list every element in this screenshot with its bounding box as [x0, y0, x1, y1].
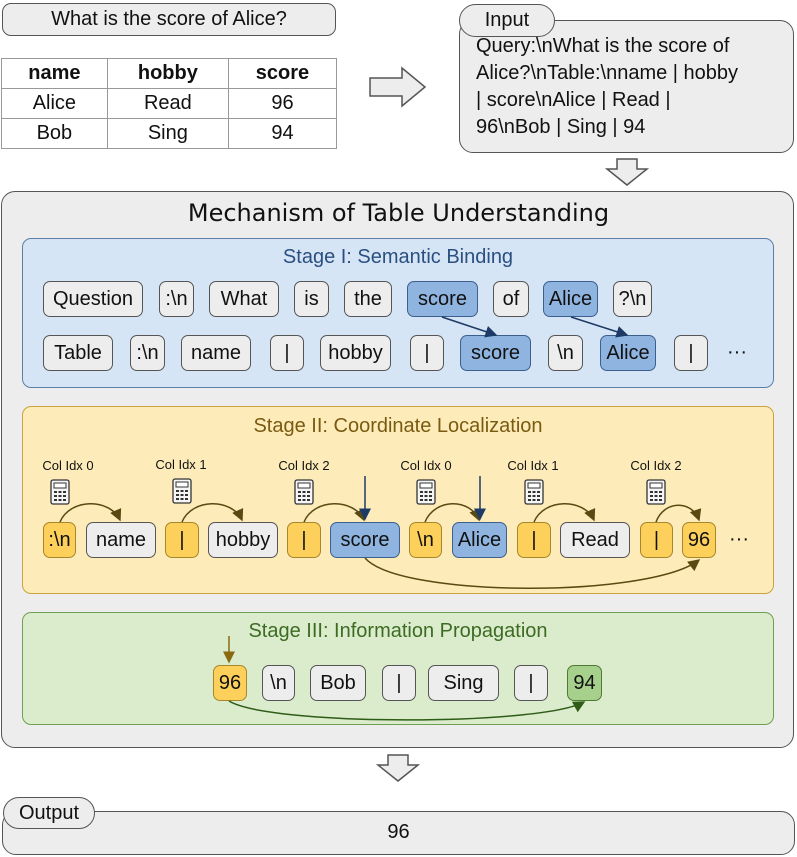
stage1-token: | [270, 335, 304, 371]
mechanism-title: Mechanism of Table Understanding [187, 199, 610, 227]
calculator-icon [172, 478, 192, 504]
stage2-token-highlight: Alice [452, 522, 507, 558]
input-line: 96\nBob | Sing | 94 [476, 116, 646, 138]
stage2-token-highlight: score [330, 522, 400, 558]
stage3-token-source: 96 [213, 665, 247, 701]
question-box: What is the score of Alice? [2, 3, 336, 36]
stage1-token-highlight: Alice [600, 335, 656, 371]
stage3-token: | [382, 665, 416, 701]
input-line: Alice?\nTable:\nname | hobby [476, 62, 739, 84]
stage1-token: is [294, 281, 329, 317]
stage2-token-separator: | [287, 522, 321, 558]
table-cell: Bob [1, 118, 108, 149]
table-cell: Read [106, 88, 229, 119]
output-label: Output [3, 797, 95, 829]
col-idx-label: Col Idx 2 [278, 458, 330, 473]
stage1-token: :\n [130, 335, 165, 371]
stage1-token: | [410, 335, 444, 371]
stage1-token: Question [43, 281, 143, 317]
stage3-token: Sing [428, 665, 499, 701]
calculator-icon [294, 479, 314, 505]
stage2-token: hobby [208, 522, 278, 558]
stage1-token: hobby [320, 335, 391, 371]
table-cell: 94 [227, 118, 338, 149]
stage1-token: What [209, 281, 279, 317]
table-cell: Alice [1, 88, 108, 119]
calculator-icon [524, 479, 544, 505]
calculator-icon [50, 479, 70, 505]
input-line: Query:\nWhat is the score of [476, 35, 730, 57]
input-label: Input [459, 4, 555, 37]
down-arrow-icon [605, 158, 649, 186]
stage3-title: Stage III: Information Propagation [248, 620, 548, 642]
table-cell: Sing [106, 118, 229, 149]
stage1-token: \n [548, 335, 583, 371]
stage2-token-separator: | [640, 522, 673, 558]
stage3-token: \n [262, 665, 295, 701]
stage2-token-separator: | [165, 522, 199, 558]
table-row: Bob Sing 94 [1, 118, 338, 149]
stage1-token: Table [43, 335, 113, 371]
stage2-token-separator: :\n [43, 522, 76, 558]
table-row: Alice Read 96 [1, 88, 338, 119]
output-panel [2, 811, 795, 855]
input-line: | score\nAlice | Read | [476, 89, 671, 111]
col-idx-label: Col Idx 0 [400, 458, 452, 473]
stage2-token: name [86, 522, 156, 558]
stage1-token-highlight: Alice [543, 281, 598, 317]
table-header-row: name hobby score [1, 58, 338, 89]
stage2-token-answer: 96 [682, 522, 716, 558]
input-text: Query:\nWhat is the score of Alice?\nTab… [476, 33, 786, 141]
down-arrow-icon [376, 754, 420, 782]
right-arrow-icon [369, 66, 427, 108]
example-table: name hobby score Alice Read 96 Bob Sing … [1, 58, 338, 149]
col-idx-label: Col Idx 1 [507, 458, 559, 473]
calculator-icon [416, 479, 436, 505]
stage2-token-separator: | [517, 522, 551, 558]
stage1-token: the [344, 281, 392, 317]
table-header-cell: hobby [106, 58, 229, 89]
stage2-ellipsis: ··· [729, 528, 749, 550]
col-idx-label: Col Idx 1 [155, 457, 207, 472]
stage1-token: name [181, 335, 251, 371]
stage1-ellipsis: ··· [727, 341, 747, 363]
col-idx-label: Col Idx 2 [630, 458, 682, 473]
stage2-token-separator: \n [409, 522, 442, 558]
table-cell: 96 [227, 88, 338, 119]
output-value: 96 [387, 821, 410, 843]
stage3-token: Bob [310, 665, 366, 701]
stage1-token: ?\n [613, 281, 652, 317]
stage2-token: Read [560, 522, 630, 558]
stage1-token-highlight: score [407, 281, 478, 317]
stage3-token-target: 94 [567, 665, 602, 701]
col-idx-label: Col Idx 0 [42, 458, 94, 473]
stage1-token: :\n [159, 281, 194, 317]
table-header-cell: name [1, 58, 108, 89]
stage1-title: Stage I: Semantic Binding [282, 246, 514, 268]
stage2-title: Stage II: Coordinate Localization [253, 415, 543, 437]
stage1-token: of [493, 281, 529, 317]
input-panel [459, 20, 794, 153]
stage3-token: | [514, 665, 548, 701]
stage1-token: | [674, 335, 708, 371]
table-header-cell: score [227, 58, 338, 89]
calculator-icon [646, 479, 666, 505]
stage1-token-highlight: score [460, 335, 531, 371]
